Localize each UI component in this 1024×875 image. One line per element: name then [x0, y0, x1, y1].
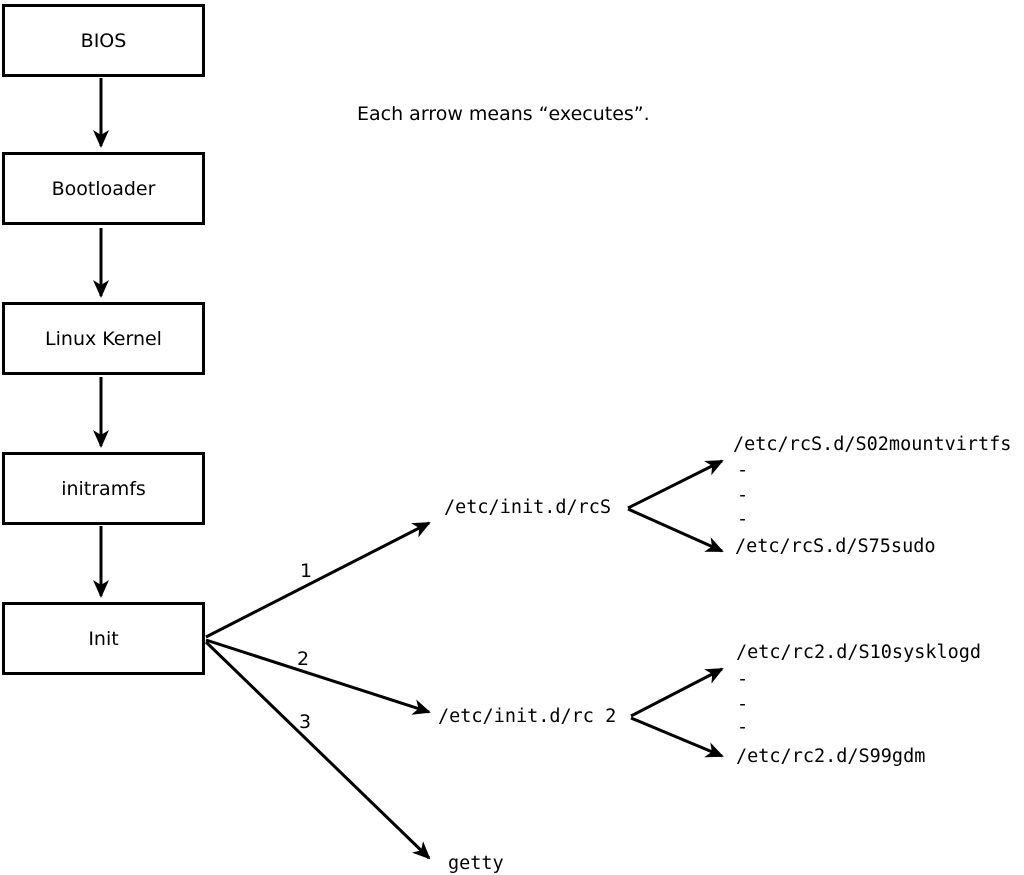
target-getty: getty [448, 853, 504, 874]
rc2-script-last: /etc/rc2.d/S99gdm [736, 746, 926, 767]
rc2-ellipsis-dash: - [737, 669, 749, 690]
arrow-rcS-to-first-script [627, 459, 724, 510]
arrow-init-to-getty [204, 640, 431, 860]
box-initramfs-label: initramfs [61, 477, 146, 500]
box-initramfs: initramfs [2, 452, 205, 525]
branch-number-2: 2 [297, 648, 310, 670]
rcS-ellipsis-dash: - [737, 485, 749, 506]
rc2-ellipsis-dash: - [737, 717, 749, 738]
box-bios-label: BIOS [80, 29, 127, 52]
arrow-legend-note: Each arrow means “executes”. [357, 103, 650, 125]
arrow-rc2-to-first-script [630, 667, 724, 718]
arrow-init-to-rcS [205, 521, 431, 639]
box-linux-kernel-label: Linux Kernel [45, 327, 162, 350]
box-bootloader: Bootloader [2, 152, 205, 225]
rcS-script-last: /etc/rcS.d/S75sudo [735, 536, 936, 557]
box-bootloader-label: Bootloader [51, 177, 156, 200]
rcS-ellipsis-dash: - [737, 460, 749, 481]
branch-number-3: 3 [299, 711, 312, 733]
rcS-ellipsis-dash: - [737, 509, 749, 530]
box-linux-kernel: Linux Kernel [2, 302, 205, 375]
target-rc2: /etc/init.d/rc 2 [438, 706, 617, 727]
branch-number-1: 1 [300, 560, 313, 582]
box-init: Init [2, 602, 205, 675]
target-rcS: /etc/init.d/rcS [444, 497, 612, 518]
rcS-script-first: /etc/rcS.d/S02mountvirtfs [733, 434, 1012, 455]
arrow-rc2-to-last-script [630, 716, 724, 758]
arrow-rcS-to-last-script [627, 507, 724, 553]
arrow-init-to-rc2 [205, 638, 431, 715]
box-init-label: Init [88, 627, 119, 650]
box-bios: BIOS [2, 4, 205, 77]
rc2-script-first: /etc/rc2.d/S10sysklogd [736, 642, 982, 663]
rc2-ellipsis-dash: - [737, 694, 749, 715]
